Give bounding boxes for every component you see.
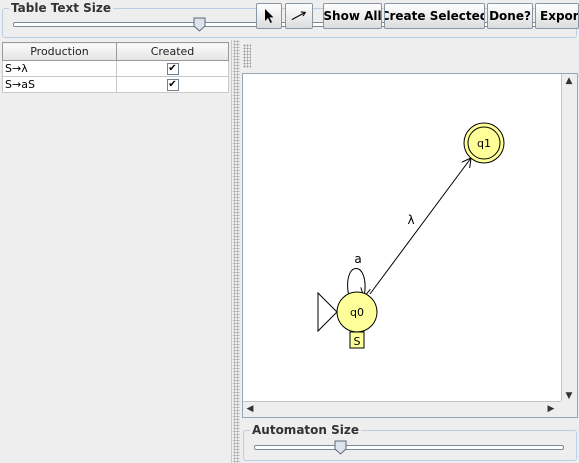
create-selected-button[interactable]: Create Selected xyxy=(384,3,485,29)
table-row[interactable]: S→aS ✔ xyxy=(2,76,229,93)
automaton-size-title: Automaton Size xyxy=(250,423,361,437)
scroll-right-arrow-icon[interactable]: ▶ xyxy=(547,404,555,414)
scroll-down-arrow-icon[interactable]: ▼ xyxy=(565,391,573,401)
arrow-edge-icon xyxy=(291,11,307,21)
toolbar-grip[interactable] xyxy=(243,44,251,68)
state-label-q1: q1 xyxy=(477,137,491,150)
export-button[interactable]: Export xyxy=(535,3,579,29)
production-column-header[interactable]: Production xyxy=(2,42,117,61)
select-tool-button[interactable] xyxy=(256,3,282,29)
production-cell[interactable]: S→aS xyxy=(2,76,117,93)
automaton-canvas[interactable]: λ a q0 S q1 ▲ ▼ ◀ ▶ xyxy=(242,73,578,418)
created-checkbox[interactable]: ✔ xyxy=(166,79,179,91)
toolbar xyxy=(241,40,579,72)
created-checkbox[interactable]: ✔ xyxy=(166,63,179,75)
edge-tool-button[interactable] xyxy=(285,3,313,29)
transition-label-q0-q0[interactable]: a xyxy=(354,252,361,266)
vertical-scrollbar[interactable]: ▲ ▼ xyxy=(561,74,577,403)
transition-label-q0-q1[interactable]: λ xyxy=(407,213,414,227)
automaton-size-slider[interactable] xyxy=(334,440,347,455)
done-button[interactable]: Done? xyxy=(487,3,533,29)
transition-q0-q0[interactable] xyxy=(347,268,365,298)
show-all-button[interactable]: Show All xyxy=(323,3,382,29)
state-q1[interactable]: q1 xyxy=(463,122,505,164)
scroll-left-arrow-icon[interactable]: ◀ xyxy=(246,404,254,414)
pointer-icon xyxy=(265,9,274,23)
grammar-pane: Production Created S→λ ✔ S→aS ✔ xyxy=(0,40,232,463)
state-label-q0: q0 xyxy=(350,306,364,319)
automaton-size-panel: Automaton Size xyxy=(243,423,577,461)
automaton-graph[interactable]: λ a q0 S q1 xyxy=(243,74,563,403)
state-q0-stack-box xyxy=(349,331,365,349)
state-q0[interactable]: q0 xyxy=(336,291,378,333)
scroll-up-arrow-icon[interactable]: ▲ xyxy=(565,76,573,86)
state-q0-stack-label: S xyxy=(354,335,361,348)
automaton-size-track[interactable] xyxy=(254,445,564,450)
initial-state-marker xyxy=(317,291,338,333)
created-column-header[interactable]: Created xyxy=(116,42,229,61)
production-cell[interactable]: S→λ xyxy=(2,60,117,77)
table-row[interactable]: S→λ ✔ xyxy=(2,60,229,77)
split-pane-divider[interactable] xyxy=(233,40,240,463)
scrollbar-corner xyxy=(561,401,577,417)
transition-q0-q1[interactable] xyxy=(369,158,471,295)
grammar-table: Production Created S→λ ✔ S→aS ✔ xyxy=(2,42,229,93)
table-text-size-title: Table Text Size xyxy=(9,1,114,15)
table-text-size-slider[interactable] xyxy=(193,17,206,32)
horizontal-scrollbar[interactable]: ◀ ▶ xyxy=(243,401,562,417)
